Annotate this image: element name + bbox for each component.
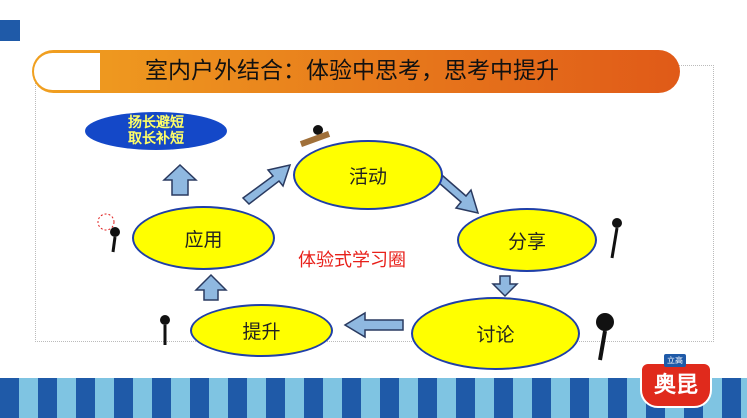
goal-ellipse: 扬长避短 取长补短 [85, 112, 227, 150]
stick-figures [97, 125, 622, 361]
node-share: 分享 [457, 208, 597, 272]
figure-discuss-icon [596, 313, 614, 331]
corner-block [0, 20, 20, 41]
slide-title: 室内户外结合：体验中思考，思考中提升 [145, 58, 559, 84]
node-improve: 提升 [190, 304, 333, 357]
arrow-apply-to-activity [241, 163, 292, 205]
footer-stripes [0, 378, 747, 418]
figure-share-icon [612, 218, 622, 228]
figure-activity-icon [313, 125, 323, 135]
cycle-center-label: 体验式学习圈 [298, 250, 406, 271]
node-discuss: 讨论 [411, 297, 580, 370]
node-activity: 活动 [293, 140, 443, 210]
title-bar [32, 50, 680, 93]
node-apply: 应用 [132, 206, 275, 270]
arrow-improve-to-apply [194, 273, 228, 301]
brand-logo: 奥昆 [640, 362, 712, 408]
goal-line-1: 扬长避短 [128, 115, 184, 131]
figure-improve-icon [160, 315, 170, 325]
arrow-apply-to-goal [162, 163, 198, 196]
figure-apply-icon [110, 227, 120, 237]
arrow-share-to-discuss [491, 275, 519, 298]
brand-logo-tag: 立高 [664, 354, 686, 367]
goal-line-2: 取长补短 [128, 131, 184, 147]
arrow-activity-to-share [436, 174, 480, 215]
title-bar-cap [34, 53, 100, 90]
arrow-discuss-to-improve [343, 311, 404, 339]
